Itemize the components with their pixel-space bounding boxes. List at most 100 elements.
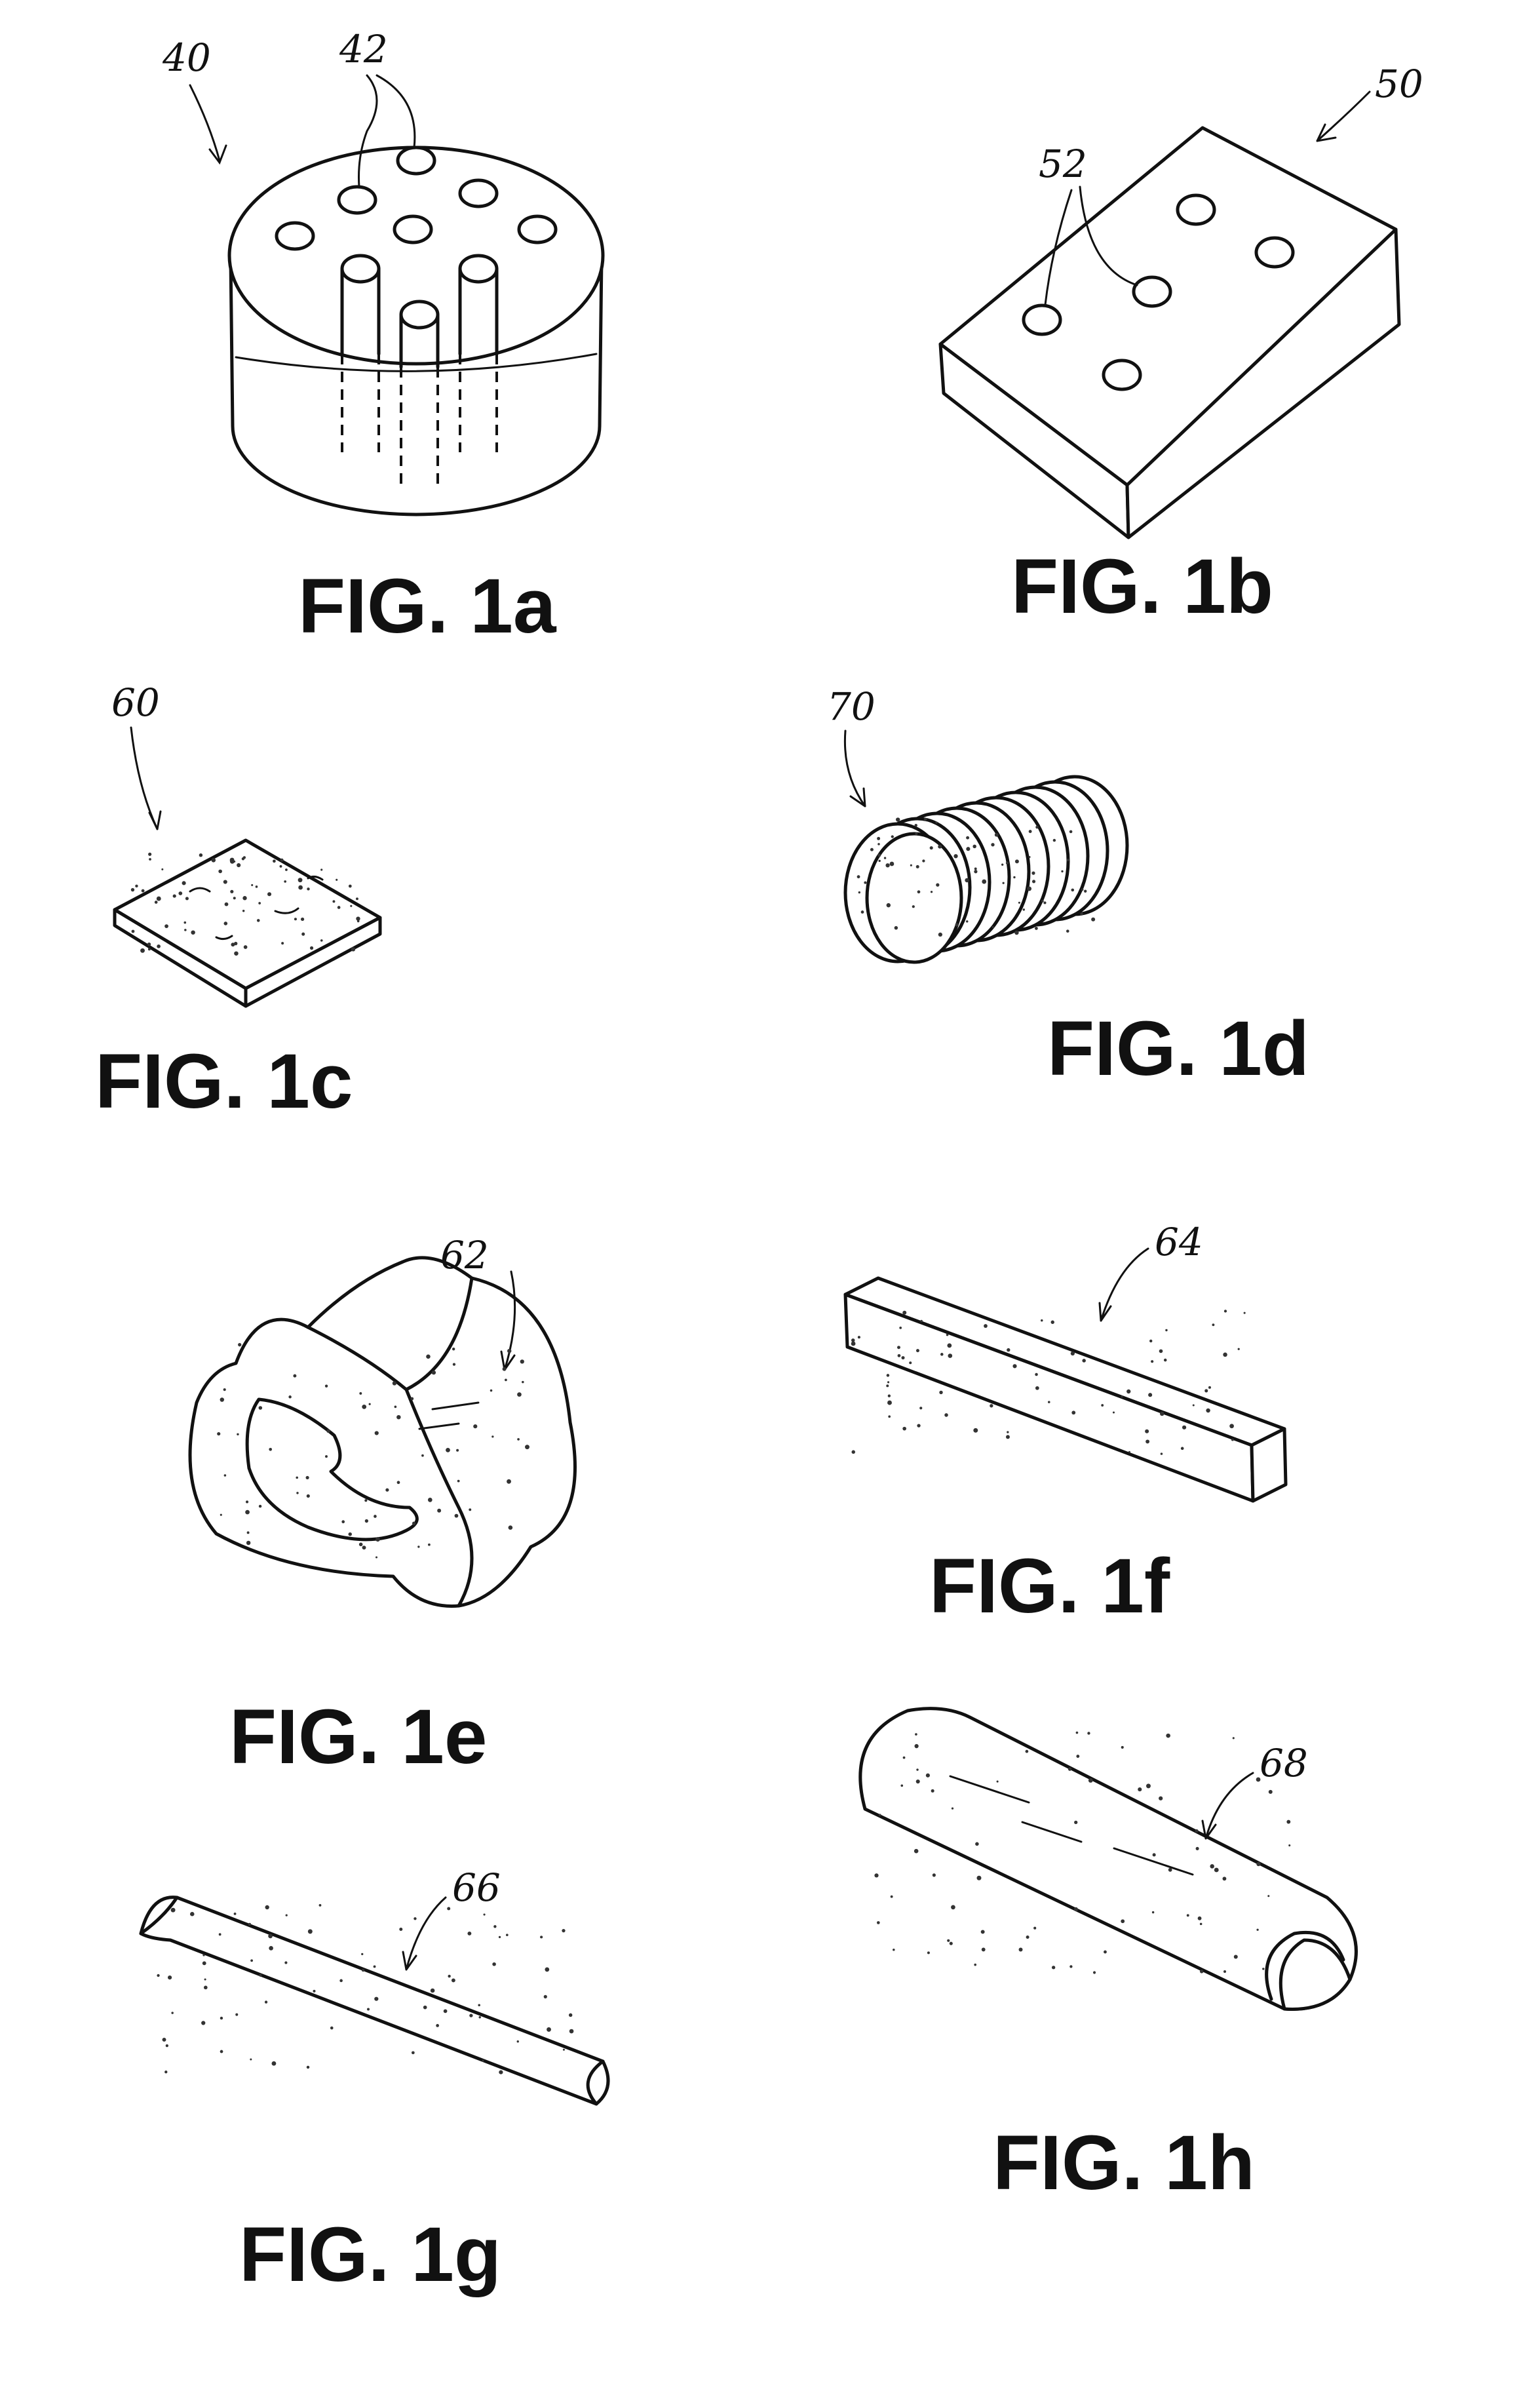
stipple-dot: [223, 880, 227, 884]
stipple-dot: [947, 1344, 952, 1348]
stipple-dot: [1269, 1790, 1273, 1794]
stipple-dot: [940, 1353, 944, 1356]
stipple-dot: [931, 1789, 934, 1793]
stipple-dot: [395, 1406, 397, 1409]
stipple-dot: [1007, 1431, 1009, 1433]
stipple-dot: [1121, 1919, 1125, 1923]
stipple-dot: [879, 860, 881, 862]
figure-1g: 66 FIG. 1g: [141, 1865, 608, 2298]
stipple-dot: [473, 1424, 477, 1428]
stipple-dot: [294, 918, 297, 920]
stipple-dot: [362, 1546, 366, 1549]
stipple-dot: [1035, 927, 1038, 930]
stipple-dot: [432, 1371, 436, 1374]
ref-label-42: 42: [339, 27, 388, 71]
stipple-dot: [350, 905, 352, 907]
stipple-dot: [296, 1492, 298, 1494]
stipple-dot: [220, 1514, 222, 1516]
figure-1f: 64 FIG. 1f: [845, 1220, 1286, 1629]
stipple-dot: [900, 1784, 903, 1787]
stipple-dot: [412, 1521, 415, 1525]
stipple-dot: [479, 2016, 481, 2018]
stipple-dot: [966, 847, 970, 851]
stipple-dot: [887, 903, 891, 907]
stipple-dot: [1168, 1868, 1172, 1872]
stipple-dot: [426, 1354, 431, 1359]
stipple-dot: [1161, 1452, 1163, 1454]
stipple-dot: [1069, 1965, 1072, 1968]
stipple-dot: [887, 1374, 890, 1377]
caption-fig-1c: FIG. 1c: [95, 1038, 353, 1125]
stipple-dot: [325, 1385, 328, 1388]
stipple-dot: [374, 1965, 376, 1968]
stipple-dot: [248, 1923, 251, 1926]
stipple-dot: [493, 1925, 496, 1928]
stipple-dot: [973, 1428, 978, 1433]
ref-label-60: 60: [111, 680, 160, 725]
stipple-dot: [1093, 1971, 1096, 1974]
stipple-dot: [947, 1939, 950, 1942]
stipple-dot: [362, 1405, 366, 1409]
stipple-dot: [164, 924, 168, 928]
stipple-dot: [522, 1381, 524, 1383]
stipple-dot: [428, 1544, 431, 1546]
stipple-dot: [258, 902, 261, 905]
stipple-dot: [922, 859, 925, 862]
stipple-dot: [457, 1480, 460, 1483]
stipple-dot: [201, 2021, 205, 2025]
stipple-dot: [231, 943, 235, 946]
stipple-dot: [887, 1401, 892, 1405]
leader-arrow-40: [190, 85, 226, 163]
stipple-dot: [171, 1908, 176, 1913]
stipple-dot: [1256, 1778, 1261, 1782]
leader-arrow-50: [1317, 92, 1370, 141]
stipple-dot: [499, 2070, 503, 2074]
stipple-dot: [155, 901, 158, 904]
stipple-dot: [1212, 1323, 1214, 1326]
stipple-dot: [349, 1532, 352, 1536]
stipple-dot: [509, 1525, 513, 1530]
stipple-dot: [491, 1435, 493, 1437]
stipple-dot: [281, 942, 284, 944]
stipple-dot: [952, 1808, 953, 1810]
stipple-dot: [1210, 1864, 1214, 1869]
stipple-dot: [1032, 880, 1035, 883]
stipple-dot: [916, 1780, 920, 1783]
stipple-dot: [1014, 931, 1018, 935]
stipple-dot: [1069, 830, 1073, 834]
stipple-dot: [1007, 1348, 1010, 1352]
stipple-dot: [976, 1876, 981, 1880]
stipple-dot: [269, 1946, 273, 1951]
stipple-dot: [858, 1336, 860, 1338]
stipple-dot: [238, 1343, 241, 1346]
stipple-dot: [301, 918, 304, 921]
stipple-dot: [902, 1311, 906, 1315]
stipple-dot: [1101, 1404, 1104, 1407]
stipple-dot: [1208, 1386, 1211, 1389]
stipple-dot: [1012, 1364, 1016, 1368]
stipple-dot: [142, 889, 145, 893]
stipple-dot: [298, 885, 303, 890]
stipple-dot: [972, 845, 976, 849]
stipple-dot: [237, 1433, 239, 1435]
stipple-dot: [917, 1424, 920, 1427]
stipple-dot: [447, 1907, 450, 1911]
stipple-dot: [1071, 1352, 1075, 1355]
stipple-dot: [1148, 1393, 1152, 1397]
stipple-dot: [202, 1954, 204, 1956]
stipple-dot: [1149, 1340, 1152, 1342]
stipple-dot: [901, 1356, 904, 1359]
stipple-dot: [1138, 1787, 1142, 1791]
stipple-dot: [375, 1537, 380, 1542]
stipple-dot: [935, 821, 937, 823]
stipple-dot: [1160, 1412, 1164, 1416]
stipple-dot: [887, 1381, 889, 1383]
stipple-dot: [936, 884, 939, 887]
stipple-dot: [341, 1520, 345, 1523]
stipple-dot: [259, 1505, 261, 1508]
caption-fig-1e: FIG. 1e: [229, 1694, 487, 1780]
stipple-dot: [452, 1978, 455, 1982]
stipple-dot: [1015, 859, 1019, 863]
ref-label-50: 50: [1375, 62, 1423, 106]
